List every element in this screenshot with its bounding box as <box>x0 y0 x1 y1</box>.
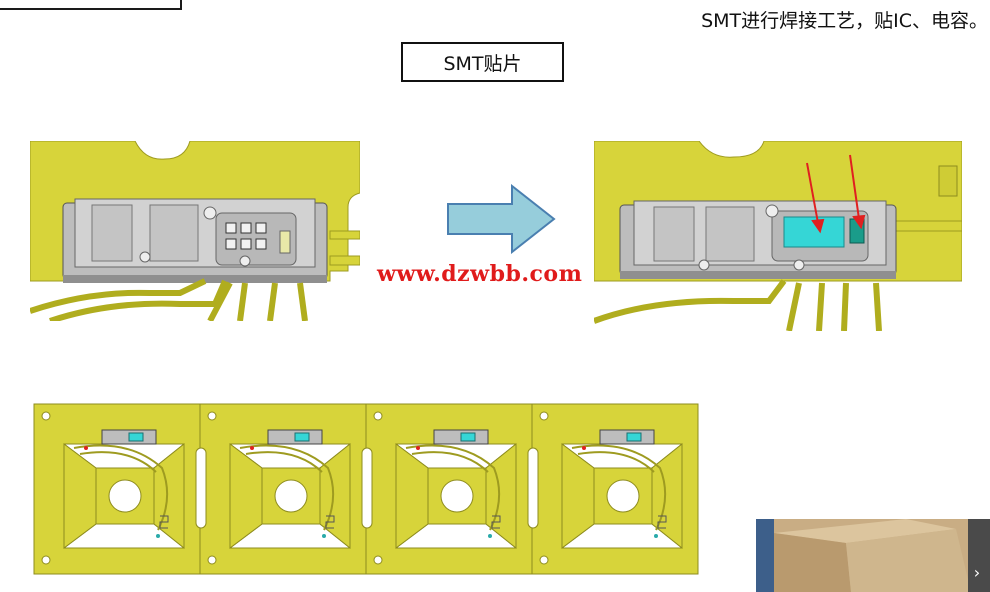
step-label-box: SMT贴片 <box>401 42 564 82</box>
after-smt-image <box>594 141 962 331</box>
callout-arrows <box>806 154 866 234</box>
product-photo <box>756 519 990 592</box>
before-smt-image <box>30 141 360 321</box>
step-label: SMT贴片 <box>443 52 522 75</box>
watermark-text: www.dzwbb.com <box>377 261 583 287</box>
empty-housing <box>62 198 328 283</box>
top-frame-box <box>0 0 182 10</box>
ic-chip <box>783 216 845 248</box>
chevron-right-icon[interactable]: › <box>973 563 981 582</box>
fpc-panel-strip <box>30 398 704 578</box>
right-arrow-icon <box>447 184 556 254</box>
populated-housing <box>619 200 897 279</box>
process-heading: SMT进行焊接工艺，贴IC、电容。 <box>701 10 988 32</box>
